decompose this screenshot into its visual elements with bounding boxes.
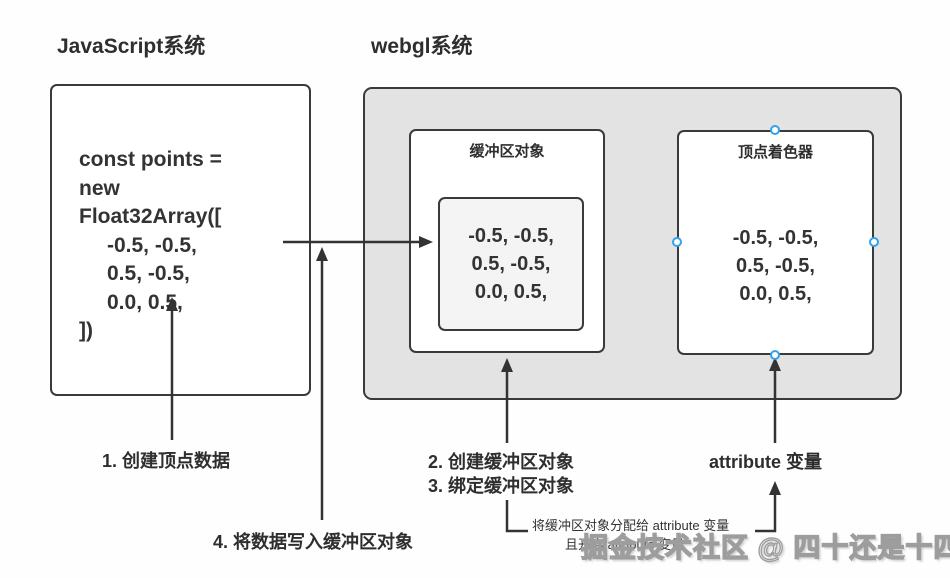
javascript-system-title: JavaScript系统 [57, 35, 206, 58]
buffer-object-title: 缓冲区对象 [469, 143, 545, 160]
webgl-system-title: webgl系统 [371, 35, 473, 58]
vertex-shader-box: 顶点着色器 -0.5, -0.5, 0.5, -0.5, 0.0, 0.5, [677, 130, 874, 355]
attribute-label: attribute 变量 [709, 452, 823, 472]
connector-assign-left [505, 500, 528, 533]
arrow-step1 [166, 297, 178, 440]
shader-value-line: 0.5, -0.5, [736, 255, 815, 277]
code-line: 0.5, -0.5, [107, 262, 190, 285]
vertex-shader-title: 顶点着色器 [737, 144, 813, 161]
step2-3-label: 2. 创建缓冲区对象 3. 绑定缓冲区对象 [428, 450, 574, 498]
code-line: new [79, 176, 120, 200]
selection-handle-top [770, 125, 780, 135]
code-line: const points = [79, 148, 222, 171]
watermark: 掘金技术社区 @ 四十还是十四 [580, 532, 950, 563]
step1-label: 1. 创建顶点数据 [102, 451, 231, 471]
step3-label: 3. 绑定缓冲区对象 [428, 476, 575, 496]
shader-value-line: 0.0, 0.5, [739, 283, 812, 305]
arrow-attribute-to-shader [769, 357, 781, 443]
shader-value-line: -0.5, -0.5, [732, 227, 819, 249]
step4-label: 4. 将数据写入缓冲区对象 [213, 532, 414, 552]
code-line: -0.5, -0.5, [107, 233, 197, 257]
code-line: 0.0, 0.5, [107, 290, 183, 314]
arrow-data-to-buffer [283, 236, 433, 248]
selection-handle-right [869, 237, 879, 247]
buffer-value-line: 0.5, -0.5, [471, 253, 551, 275]
selection-handle-bottom [770, 350, 780, 360]
assign-note-line2: 且开启 attribute 变量 [565, 537, 685, 552]
buffer-object-box: 缓冲区对象 -0.5, -0.5, 0.5, -0.5, 0.0, 0.5, [409, 129, 605, 353]
javascript-code-box: const points = new Float32Array([ -0.5, … [50, 84, 311, 396]
buffer-value-line: 0.0, 0.5, [474, 281, 548, 303]
buffer-data-box: -0.5, -0.5, 0.5, -0.5, 0.0, 0.5, [438, 197, 584, 331]
shader-values: -0.5, -0.5, 0.5, -0.5, 0.0, 0.5, [679, 224, 872, 308]
buffer-value-line: -0.5, -0.5, [468, 225, 554, 247]
arrow-step4 [316, 247, 328, 520]
step2-label: 2. 创建缓冲区对象 [428, 452, 575, 472]
code-line: Float32Array([ [79, 205, 222, 228]
arrow-step2-3 [501, 358, 513, 443]
connector-assign-right [755, 481, 781, 533]
code-line: ]) [79, 319, 93, 342]
selection-handle-left [672, 237, 682, 247]
code-snippet: const points = new Float32Array([ -0.5, … [79, 146, 222, 346]
assign-note-line1: 将缓冲区对象分配给 attribute 变量 [532, 518, 730, 533]
buffer-values: -0.5, -0.5, 0.5, -0.5, 0.0, 0.5, [468, 222, 554, 306]
